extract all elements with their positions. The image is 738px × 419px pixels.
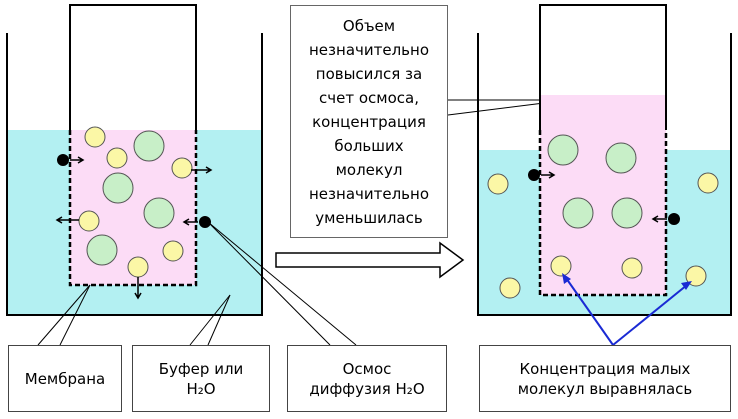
large-molecule	[605, 142, 637, 174]
small-molecule-exit-arrow	[55, 216, 79, 224]
buffer-pointer	[207, 294, 231, 346]
small-molecule	[171, 157, 193, 179]
water-molecule	[199, 216, 211, 228]
small-molecule	[84, 126, 106, 148]
small-molecule-exit-arrow	[134, 277, 142, 300]
water-arrow	[541, 171, 556, 179]
large-molecule	[102, 172, 134, 204]
membrane-pointer	[59, 284, 91, 346]
small-molecules-label: Концентрация малых молекул выравнялась	[479, 345, 731, 412]
water-molecule	[528, 169, 540, 181]
callout-pointer	[447, 102, 545, 116]
small-molecule	[78, 210, 100, 232]
small-molecule	[621, 257, 643, 279]
left-membrane	[68, 130, 198, 287]
water-molecule	[57, 154, 69, 166]
large-molecule	[547, 134, 579, 166]
buffer-pointer	[189, 294, 231, 346]
small-molecule	[550, 255, 572, 277]
water-molecule	[668, 213, 680, 225]
osmosis-pointer	[207, 221, 357, 346]
blue-pointer-arrow	[565, 277, 614, 346]
small-molecule	[162, 240, 184, 262]
blue-pointer-arrow	[612, 284, 688, 346]
osmosis-label: Осмос диффузия H₂O	[287, 345, 447, 412]
large-molecule	[133, 130, 165, 162]
small-molecule	[487, 173, 509, 195]
small-molecule	[106, 147, 128, 169]
large-molecule	[86, 234, 118, 266]
small-molecule	[127, 256, 149, 278]
large-molecule	[562, 197, 594, 229]
small-molecule	[499, 277, 521, 299]
right-beaker	[477, 4, 732, 346]
buffer-label: Буфер или H₂O	[132, 345, 270, 412]
osmosis-pointer	[207, 221, 331, 346]
volume-callout: Объем незначительно повысился за счет ос…	[290, 5, 448, 238]
blue-arrowhead	[562, 273, 571, 284]
water-arrow	[182, 218, 198, 226]
small-molecule	[697, 172, 719, 194]
blue-arrowhead	[681, 281, 692, 290]
left-beaker	[6, 4, 263, 316]
membrane-label: Мембрана	[8, 345, 122, 412]
small-molecule	[685, 265, 707, 287]
left-beaker-outline	[6, 33, 263, 316]
right-beaker-outline	[477, 33, 732, 316]
large-molecule	[611, 197, 643, 229]
membrane-pointer	[37, 284, 91, 346]
large-molecule	[143, 197, 175, 229]
right-membrane	[538, 130, 668, 297]
process-arrow	[275, 241, 465, 279]
small-molecule-exit-arrow	[191, 166, 213, 174]
water-arrow	[651, 215, 667, 223]
water-arrow	[70, 156, 85, 164]
